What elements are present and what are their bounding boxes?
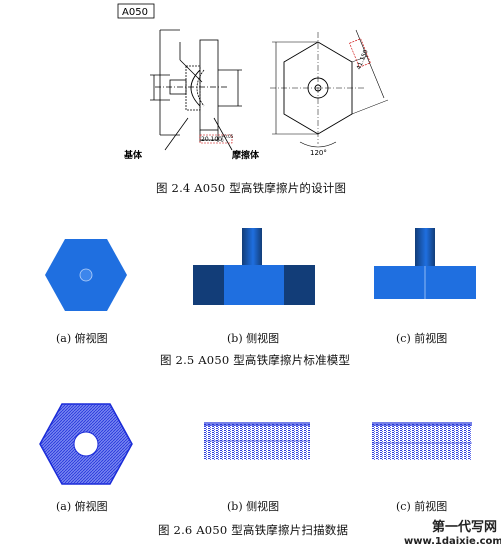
fig-2-5-sub-b: (b) 侧视图 — [227, 332, 280, 345]
figure-2-6-top-view — [38, 402, 134, 486]
side-face-center — [224, 265, 284, 305]
side-dimension: 41.150 — [355, 48, 369, 70]
tolerance-bottom: 0 — [221, 138, 224, 143]
technical-drawing: A050 20.100 +0.05 — [117, 3, 389, 161]
section-view — [150, 29, 242, 151]
label-base: 基体 — [123, 149, 143, 161]
figure-2-5-top-view — [44, 238, 128, 312]
figure-2-6-caption: 图 2.6 A050 型高铁摩擦片扫描数据 — [158, 523, 349, 537]
scan-side-points — [204, 424, 310, 460]
figure-2-5-caption: 图 2.5 A050 型高铁摩擦片标准模型 — [160, 353, 351, 367]
tolerance-top: +0.05 — [221, 134, 234, 139]
figure-2-4-drawing: A050 20.100 +0.05 — [110, 0, 410, 172]
thickness-dimension: 20.100 — [201, 136, 222, 143]
figure-2-5-front-view — [374, 228, 476, 300]
watermark-title: 第一代写网 — [432, 520, 498, 535]
drawing-code: A050 — [122, 7, 148, 18]
hexagon-view — [270, 29, 389, 148]
angle-dimension: 120° — [310, 149, 327, 157]
label-friction: 摩擦体 — [232, 149, 260, 161]
code-box — [117, 3, 155, 19]
scan-front-points — [372, 424, 472, 460]
figure-2-6-front-view — [372, 420, 472, 462]
fig-2-6-sub-b: (b) 侧视图 — [227, 500, 280, 513]
side-face-left — [193, 265, 224, 305]
scan-center-hole — [73, 431, 99, 457]
fig-2-5-sub-a: (a) 俯视图 — [56, 332, 108, 345]
watermark-url: www.1daixie.com — [404, 536, 501, 547]
figure-2-5-side-view — [193, 228, 315, 306]
center-hole — [79, 268, 93, 282]
stem-cylinder — [242, 228, 262, 265]
fig-2-5-sub-c: (c) 前视图 — [396, 332, 448, 345]
figure-2-4-caption: 图 2.4 A050 型高铁摩擦片的设计图 — [156, 181, 347, 195]
stem-cylinder-front — [415, 228, 435, 266]
fig-2-6-sub-a: (a) 俯视图 — [56, 500, 108, 513]
side-face-right — [284, 265, 315, 305]
fig-2-6-sub-c: (c) 前视图 — [396, 500, 448, 513]
figure-2-6-side-view — [204, 420, 310, 462]
